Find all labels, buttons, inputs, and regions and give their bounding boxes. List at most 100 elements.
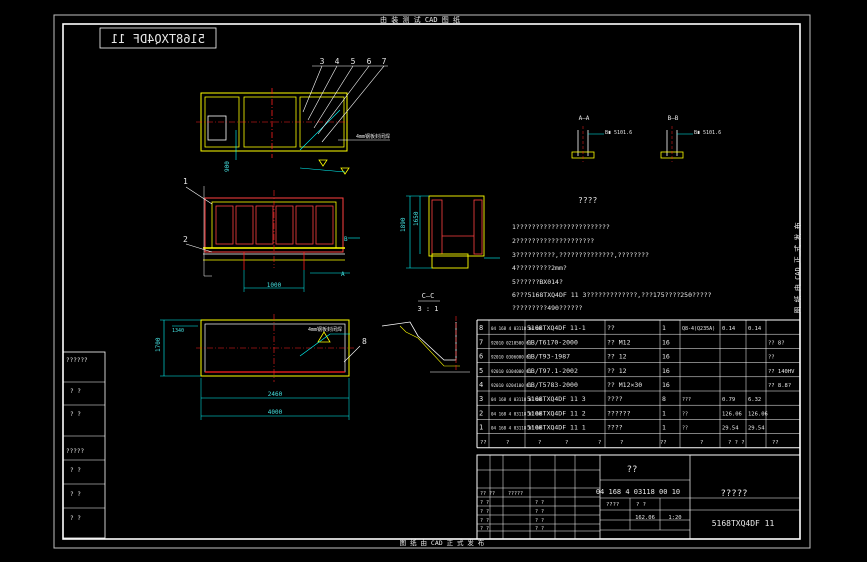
left-panel-row-5: ? ? (70, 467, 81, 474)
title-left-row-3: ? ? (480, 509, 489, 515)
title-weight: 162.06 (635, 515, 655, 521)
bom-cell-mat: ??? (682, 397, 691, 403)
front-view: 1000 B A 1 2 (183, 177, 360, 292)
bom-cell-name: GB/T6170-2000 (527, 338, 578, 346)
bom-header-cell: ?? (480, 440, 487, 446)
bom-header-cell: ? (565, 440, 568, 446)
bom-cell-qty: 16 (662, 338, 670, 346)
bom-cell-desc: ?? M12 (607, 338, 631, 346)
title-mid-row-5: ? ? (535, 526, 544, 532)
title-mid-row-1: ????? (508, 491, 523, 497)
bom-cell-desc: ???? (607, 395, 623, 403)
plan-view: 4mm钢板封闭焊 2460 4000 1700 1340 8 (155, 314, 367, 420)
bom-cell-rem: ?? 140HV (768, 369, 795, 375)
title-left-row-5: ? ? (480, 526, 489, 532)
title-drawing-no: 5168TXQ4DF 11 (712, 519, 775, 528)
note-top: 4mm钢板封闭焊 (356, 133, 390, 140)
bom-cell-no: 5 (479, 367, 483, 375)
left-side-panel: ?????? ? ? ? ? ????? ? ? ? ? ? ? (62, 351, 106, 539)
bom-cell-no: 4 (479, 381, 483, 389)
bom-cell-no: 2 (479, 409, 483, 417)
bom-header-cell: ? (538, 440, 541, 446)
bom-header-cell: ? (620, 440, 623, 446)
bom-header-cell: ?? (772, 440, 779, 446)
title-part-name: ?? (627, 465, 638, 475)
bom-cell-mat: ?? (682, 426, 688, 432)
bom-cell-no: 1 (479, 424, 483, 432)
bom-header-cell: ? (598, 440, 601, 446)
dim-d1: 1890 (400, 217, 407, 232)
technical-notes: ???? 1???????????????????????? 2????????… (512, 196, 712, 312)
bom-cell-no: 6 (479, 353, 483, 361)
section-mark-a: A (341, 271, 345, 278)
title-cn: ????? (720, 489, 747, 499)
section-mark-b: B (344, 236, 348, 243)
section-cc-scale: 3 : 1 (417, 305, 438, 313)
bom-cell-qty: 1 (662, 409, 666, 417)
bom-cell-w1: 0.14 (722, 326, 736, 332)
bom-cell-mat: ?? (682, 411, 688, 417)
bom-cell-name: GB/T5783-2000 (527, 381, 578, 389)
bom-header-cell: ? (700, 440, 703, 446)
bom-cell-name: 5168TXQ4DF 11 1 (527, 424, 586, 432)
left-panel-row-6: ? ? (70, 491, 81, 498)
section-aa: A—A B∎ 5101.6 (571, 115, 632, 162)
top-border-label: 由 装 测 试 CAD 图 纸 (380, 15, 460, 24)
note-line-6: 6???5168TXQ4DF 11 3?????????????,???175?… (512, 291, 712, 299)
bom-cell-w2: 126.06 (748, 411, 768, 417)
bom-cell-w2: 0.14 (748, 326, 762, 332)
balloon-8: 8 (362, 337, 367, 346)
bom-cell-code: 92010 0204100 01 (491, 383, 532, 388)
bom-cell-qty: 16 (662, 353, 670, 361)
inner-sheet-border (62, 23, 801, 540)
title-block: ?? 04 168 4 03118 00 10 ????? 5168TXQ4DF… (476, 454, 801, 540)
bom-cell-desc: ?? 12 (607, 367, 627, 375)
bom-cell-desc: ???? (607, 424, 623, 432)
dim-d5: 2460 (268, 391, 283, 398)
right-border-label: 图 纸 由 CAD 正 式 发 布 (793, 222, 802, 313)
note-line-1: 1???????????????????????? (512, 223, 610, 231)
note-bottom: 4mm钢板封闭焊 (308, 326, 342, 333)
section-cc: C—C 3 : 1 (381, 292, 470, 373)
section-aa-label: A—A (579, 115, 590, 122)
left-panel-row-7: ? ? (70, 515, 81, 522)
balloons-top: 3 4 5 6 7 4mm钢板封闭焊 (302, 57, 390, 143)
bom-cell-w2: 6.32 (748, 397, 761, 403)
note-line-4: 4?????????2mm? (512, 264, 567, 272)
title-small-2: ? ? (636, 502, 646, 508)
mirrored-number-box (99, 27, 217, 49)
bom-cell-rem: ?? 8? (768, 340, 785, 346)
bom-cell-no: 3 (479, 395, 483, 403)
bom-cell-code: 92010 0304000 01 (491, 369, 532, 374)
balloon-1: 1 (183, 177, 188, 186)
left-panel-row-1: ?????? (66, 357, 88, 364)
bom-cell-w1: 126.06 (722, 411, 742, 417)
bom-cell-w1: 29.54 (722, 426, 739, 432)
bom-header-cell: ?? (660, 440, 667, 446)
notes-title: ???? (578, 196, 597, 205)
dim-d8: 1000 (267, 282, 282, 289)
bom-cell-code: 04 168 4 03118 04 00 (491, 326, 542, 331)
title-scale: 1:20 (668, 515, 681, 521)
bom-cell-name: GB/T93-1987 (527, 353, 570, 361)
balloon-4: 4 (335, 57, 340, 66)
left-panel-row-4: ????? (66, 448, 84, 455)
title-mid-row-3: ? ? (535, 509, 544, 515)
bom-cell-qty: 16 (662, 367, 670, 375)
bom-cell-desc: ?????? (607, 409, 631, 417)
bom-cell-rem: ?? 8.8? (768, 383, 791, 389)
section-bb-label: B—B (668, 115, 679, 122)
bom-cell-desc: ?? 12 (607, 353, 627, 361)
dim-d2: 1650 (413, 211, 420, 226)
balloon-7: 7 (382, 57, 387, 66)
title-mid-row-2: ? ? (535, 500, 544, 506)
bom-cell-qty: 1 (662, 424, 666, 432)
note-line-5: 5??????BX014? (512, 278, 563, 286)
title-drawing-code: 04 168 4 03118 00 10 (596, 488, 680, 496)
bom-cell-name: GB/T97.1-2002 (527, 367, 578, 375)
balloon-2: 2 (183, 235, 188, 244)
bom-cell-rem: ?? (768, 355, 775, 361)
note-line-7: ?????????490?????? (512, 304, 583, 312)
bom-cell-desc: ?? (607, 324, 615, 332)
